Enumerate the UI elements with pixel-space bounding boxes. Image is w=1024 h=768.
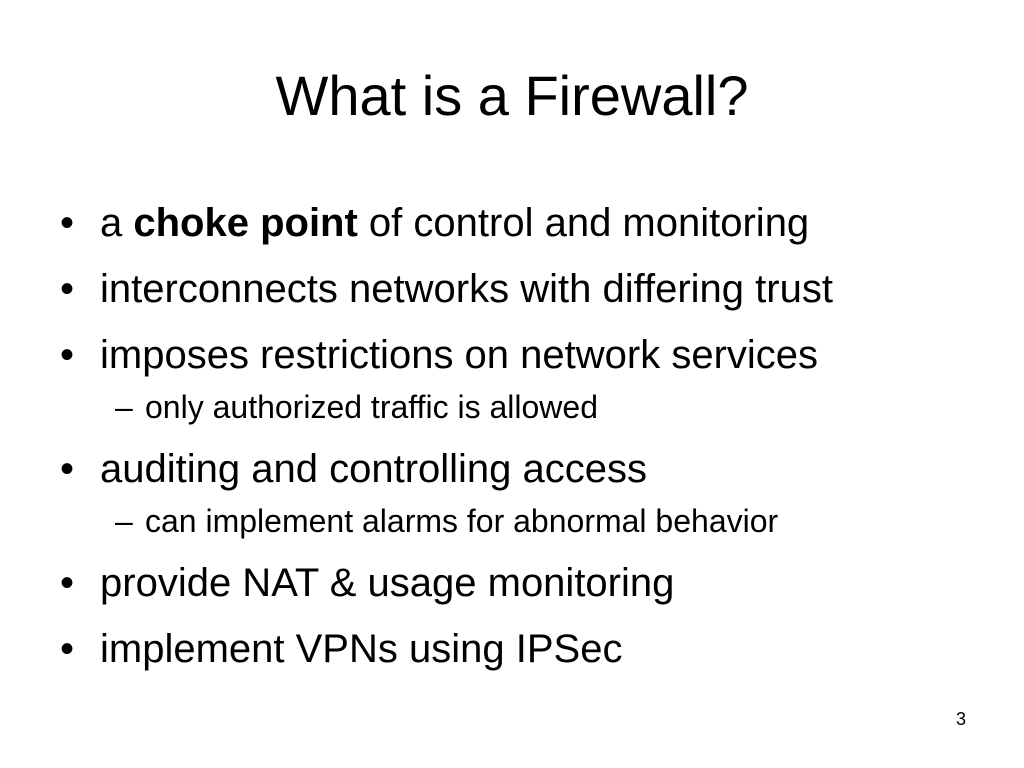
- bullet-icon: •: [60, 201, 75, 245]
- slide-title: What is a Firewall?: [275, 64, 749, 127]
- sub-bullet-text: can implement alarms for abnormal behavi…: [145, 503, 779, 539]
- bullet-text: auditing and controlling access: [100, 447, 648, 491]
- dash-icon: –: [115, 503, 133, 539]
- bullet-text: provide NAT & usage monitoring: [100, 561, 675, 605]
- bullet-icon: •: [60, 561, 75, 605]
- bullet-text-bold: choke point: [133, 201, 358, 245]
- bullet-item-auditing: • auditing and controlling access: [0, 436, 1000, 502]
- bullet-icon: •: [60, 267, 75, 311]
- bullet-text: interconnects networks with differing tr…: [100, 267, 833, 311]
- sub-bullet-alarms: – can implement alarms for abnormal beha…: [0, 492, 1000, 550]
- sub-bullet-text: only authorized traffic is allowed: [145, 389, 598, 425]
- bullet-text-suffix: of control and monitoring: [357, 201, 810, 245]
- bullet-text: implement VPNs using IPSec: [100, 627, 623, 671]
- sub-bullet-authorized-traffic: – only authorized traffic is allowed: [0, 378, 1000, 436]
- bullet-text: imposes restrictions on network services: [100, 333, 819, 377]
- bullet-icon: •: [60, 627, 75, 671]
- bullet-item-interconnects: • interconnects networks with differing …: [0, 256, 1000, 322]
- bullet-text-prefix: a: [100, 201, 134, 245]
- dash-icon: –: [115, 389, 133, 425]
- bullet-list: • a choke point of control and monitorin…: [0, 190, 1000, 682]
- bullet-item-choke-point: • a choke point of control and monitorin…: [0, 190, 1000, 256]
- bullet-item-nat: • provide NAT & usage monitoring: [0, 550, 1000, 616]
- bullet-item-restrictions: • imposes restrictions on network servic…: [0, 322, 1000, 388]
- bullet-icon: •: [60, 333, 75, 377]
- page-number: 3: [955, 709, 966, 729]
- bullet-item-vpn: • implement VPNs using IPSec: [0, 616, 1000, 682]
- bullet-icon: •: [60, 447, 75, 491]
